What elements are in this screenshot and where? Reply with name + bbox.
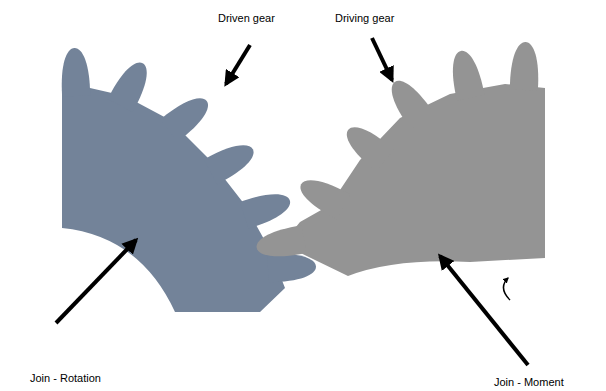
- leader-arrows: [56, 38, 528, 365]
- gear-tooth: [510, 42, 540, 91]
- gear-tooth: [447, 48, 485, 101]
- joint-label: Join - Moment: [494, 376, 564, 388]
- part-label: Driving gear: [335, 12, 394, 24]
- driving-gear: [254, 42, 545, 276]
- moment-arrow: [503, 278, 510, 300]
- gear-tooth: [383, 74, 434, 129]
- gear-tooth: [254, 225, 306, 261]
- gear-tooth: [204, 137, 260, 184]
- gear-tooth: [295, 172, 351, 219]
- gear-tooth: [60, 48, 90, 97]
- part-label: Driven gear: [218, 12, 275, 24]
- gear-tooth: [240, 187, 294, 229]
- gear-tooth: [339, 119, 394, 171]
- joint-label: Join - Rotation: [30, 372, 101, 384]
- gear-tooth: [108, 57, 155, 113]
- gear-tooth: [160, 90, 215, 142]
- driven-gear: [60, 48, 316, 312]
